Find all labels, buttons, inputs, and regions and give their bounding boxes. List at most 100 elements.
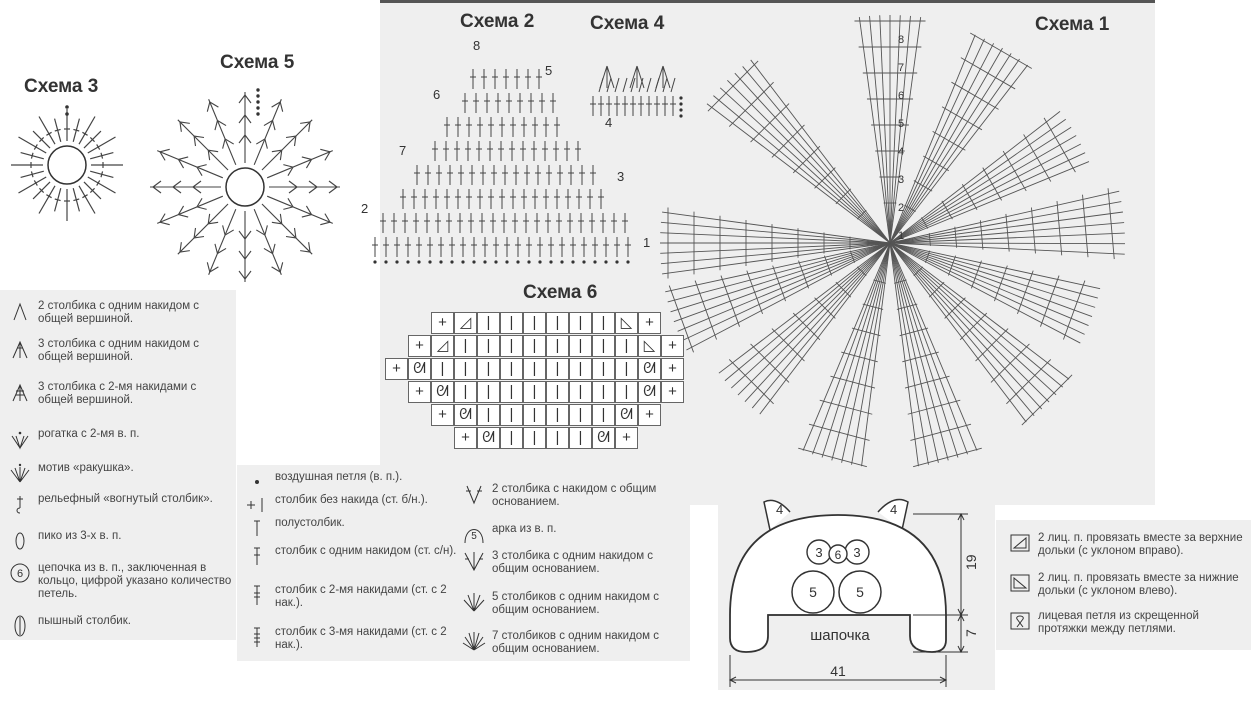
scheme-2-base-chain bbox=[428, 260, 432, 264]
scheme-5-stitch-v bbox=[159, 213, 166, 223]
scheme-1-stitch-bar bbox=[750, 343, 790, 383]
hat-nose bbox=[828, 544, 848, 564]
legend-left-item-2: 3 столбика с одним накидом с общей верши… bbox=[8, 338, 233, 364]
scheme-3-stitch bbox=[38, 116, 56, 145]
scheme-4-diagram bbox=[590, 65, 683, 118]
scheme-1-stitch-line bbox=[718, 242, 891, 374]
legend-left-item-9: пышный столбик. bbox=[8, 615, 233, 637]
scheme-3-stitch-bar bbox=[54, 198, 61, 202]
left-legend-background bbox=[0, 290, 236, 640]
chain-stitch-icon bbox=[255, 480, 259, 484]
scheme-6-cell: + bbox=[431, 312, 454, 334]
scheme-6-cell: | bbox=[500, 427, 523, 449]
scheme-5-stitch-v bbox=[271, 221, 282, 225]
legend-right-item-2: 2 лиц. п. провязать вместе за нижние дол… bbox=[1008, 572, 1248, 598]
scheme-6-cell: | bbox=[500, 312, 523, 334]
scheme-1-stitch-line bbox=[889, 143, 1082, 244]
scheme-1-stitch-bar bbox=[814, 297, 836, 319]
scheme-5-chain-dot bbox=[256, 106, 260, 110]
three-tr-joined-top-icon bbox=[12, 383, 28, 402]
scheme-1-stitch-bar bbox=[1030, 207, 1036, 254]
scheme-1-stitch-bar bbox=[913, 180, 933, 192]
scheme-1-stitch-bar bbox=[990, 343, 1030, 383]
hat-eye-right-number: 3 bbox=[853, 545, 860, 560]
scheme-6-cell: + bbox=[385, 358, 408, 380]
scheme-5-stitch-v bbox=[288, 186, 298, 194]
scheme-5-stitch-v bbox=[192, 186, 202, 194]
scheme-1-stitch-line bbox=[759, 242, 891, 415]
scheme-5-stitch bbox=[253, 208, 282, 275]
scheme-5-stitch-v bbox=[206, 101, 211, 112]
scheme-6-cell: | bbox=[592, 404, 615, 426]
scheme-5-stitch-v bbox=[256, 229, 266, 236]
three-dc-common-base-icon bbox=[464, 552, 484, 572]
scheme-1-stitch-line bbox=[670, 242, 891, 313]
scheme-3-diagram bbox=[11, 105, 123, 221]
scheme-5-stitch-v bbox=[279, 150, 283, 161]
scheme-6-cell: | bbox=[500, 358, 523, 380]
k2tog-left-icon bbox=[1010, 574, 1030, 592]
scheme-1-stitch-line bbox=[662, 242, 891, 275]
legend-mid-item-dtr: столбик с 3-мя накидами (ст. с 2 нак.). bbox=[245, 626, 460, 652]
scheme-1-stitch-bar bbox=[694, 280, 717, 340]
scheme-3-stitch-bar bbox=[46, 194, 52, 199]
scheme-4-stitch bbox=[606, 77, 612, 93]
scheme-4-stitch bbox=[662, 77, 668, 93]
scheme-1-stitch-line bbox=[730, 242, 891, 389]
scheme-5-stitch-v bbox=[300, 121, 311, 124]
legend-mid-item-dc: столбик с одним накидом (ст. с/н). bbox=[245, 545, 460, 567]
scheme-1-stitch-bar bbox=[913, 266, 924, 277]
scheme-5-stitch-v bbox=[179, 121, 190, 124]
scheme-3-center-ring bbox=[47, 145, 87, 185]
scheme-1-stitch-line bbox=[889, 242, 939, 463]
scheme-4-fan bbox=[599, 65, 608, 89]
scheme-5-stitch-v bbox=[196, 166, 203, 176]
twisted-knit-icon bbox=[1010, 612, 1030, 630]
scheme-1-stitch-line bbox=[889, 242, 1027, 423]
scheme-1-stitch-bar bbox=[835, 188, 852, 205]
scheme-3-stitch bbox=[78, 116, 96, 145]
scheme-6-cell: | bbox=[523, 404, 546, 426]
hat-nose-number: 6 bbox=[835, 548, 842, 562]
scheme-5-stitch-v bbox=[214, 120, 218, 131]
legend-mid-item-arch: 5 арка из в. п. bbox=[462, 523, 687, 545]
scheme-1-stitch-bar bbox=[862, 303, 884, 310]
scheme-1-stitch-line bbox=[889, 242, 1035, 417]
scheme-1-stitch-bar bbox=[910, 423, 972, 441]
scheme-5-stitch-v bbox=[217, 120, 227, 127]
scheme-6-cell: + bbox=[615, 427, 638, 449]
scheme-6-cell: | bbox=[454, 358, 477, 380]
scheme-5-stitch-v bbox=[272, 120, 276, 131]
scheme-1-stitch-line bbox=[677, 242, 891, 332]
scheme-5-chain-dot bbox=[256, 100, 260, 104]
scheme-1-stitch-bar bbox=[720, 275, 740, 327]
scheme-6-cell: ᘛ bbox=[615, 404, 638, 426]
scheme-1-stitch-line bbox=[889, 242, 1101, 290]
scheme-6-cell: | bbox=[569, 381, 592, 403]
scheme-6-cell: | bbox=[569, 358, 592, 380]
scheme-3-stitch-bar bbox=[46, 131, 52, 136]
hat-cheek-right bbox=[838, 570, 882, 614]
scheme-6-cell: + bbox=[431, 404, 454, 426]
scheme-5-stitch-v bbox=[196, 206, 207, 210]
scheme-5-stitch-v bbox=[271, 149, 282, 153]
scheme-5-stitch-v bbox=[192, 180, 202, 188]
scheme-5-stitch-v bbox=[206, 262, 211, 273]
scheme-1-stitch-bar bbox=[1017, 270, 1034, 315]
scheme-2-row-number: 7 bbox=[399, 143, 406, 158]
scheme-5-stitch-v bbox=[272, 243, 276, 254]
scheme-1-stitch-line bbox=[831, 242, 891, 461]
two-dc-joined-top-icon bbox=[13, 302, 27, 321]
scheme-6-cell: | bbox=[615, 335, 638, 357]
scheme-1-stitch-line bbox=[889, 242, 959, 458]
scheme-1-stitch-bar bbox=[1006, 359, 1052, 405]
hat-ear-left bbox=[763, 499, 791, 531]
scheme-1-stitch-bar bbox=[835, 281, 852, 298]
scheme-2-row-number: 4 bbox=[605, 115, 612, 130]
chain-arch-number: 5 bbox=[471, 531, 477, 542]
scheme-1-stitch-line bbox=[889, 242, 1081, 344]
scheme-5-stitch-v bbox=[324, 213, 331, 223]
scheme-5-stitch-v bbox=[328, 186, 338, 194]
scheme-5-stitch-v bbox=[222, 138, 226, 149]
